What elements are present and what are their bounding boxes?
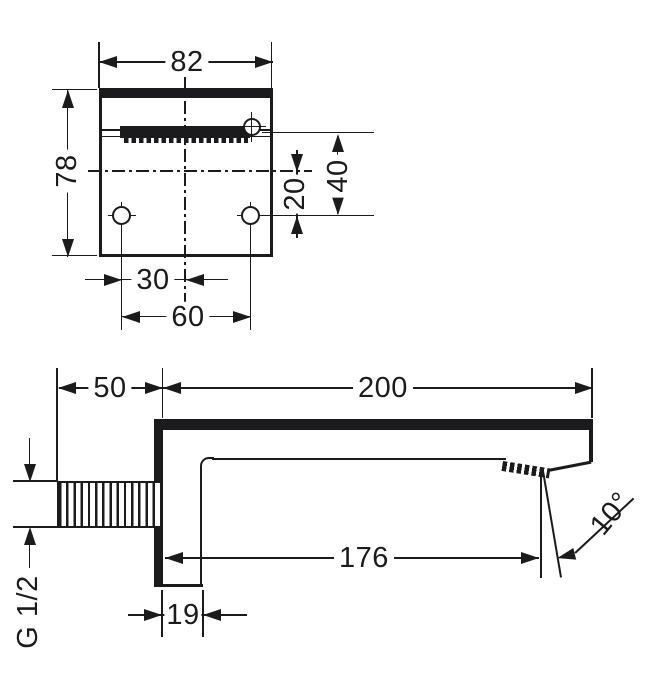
right-hole-extension-line [249,202,252,330]
dim-200-arrow-left [163,382,181,394]
dim-176-arrow-left [165,552,183,564]
thread-ext-bottom [13,526,57,528]
dim-78-arrow-bottom [61,239,74,257]
outlet-extension-line [540,472,542,578]
dim-20-arrow-bottom [291,215,303,234]
dim-label-hole-spacing: 60 [166,301,210,332]
dim-50-ext-left [56,368,58,481]
faceplate-outline [99,88,273,257]
dim-label-thread: G 1/2 [12,570,44,654]
mounting-hole-left [112,206,131,225]
dim-50-200-line [59,387,592,389]
dim-40-arrow-top [331,133,344,152]
dim-82-arrow-left [99,56,117,68]
dim-19-arrow-right [203,609,221,622]
dim-label-height: 78 [51,149,83,193]
angle-arrow [555,548,577,564]
dim-30-arrow-right [185,273,204,286]
slot-hole-horizontal-tick [238,125,266,128]
mounting-hole-right [241,206,260,225]
dim-200-arrow-right [575,382,593,394]
dim-30-arrow-left [103,273,122,286]
dim-78-ext-top [52,88,97,91]
dim-60-arrow-left [122,310,140,323]
dim-50-arrow-right [145,382,163,394]
dim-label-slot-to-holes: 40 [322,154,354,198]
dim-label-width: 82 [165,46,209,77]
spout-inner-corner [200,457,214,474]
thread-arrow-bottom [23,527,36,545]
thread-arrow-top-tail [28,438,31,466]
dim-20-arrow-top [291,153,303,172]
right-hole-extension-right [237,214,374,217]
dim-40-ext-top [262,131,374,134]
dim-label-spout-length: 200 [353,372,413,403]
horizontal-centerline [88,170,312,172]
tip-underside-edge [547,460,592,472]
dim-40-arrow-bottom [331,196,344,215]
dim-label-hole-to-center: 30 [131,264,175,295]
dim-19-arrow-left [144,609,162,622]
spout-bottom-edge [212,458,506,461]
slot-serration [124,138,248,143]
dim-label-outlet-distance: 176 [334,542,394,573]
dim-19-ext-right [202,590,204,637]
dim-78-arrow-top [61,90,74,108]
spout-tip-edge [589,424,593,462]
dim-label-center-to-holes: 20 [279,174,311,214]
thread-arrow-top [23,463,36,482]
spout-top-edge [157,419,593,430]
dim-label-escutcheon-depth: 19 [164,598,202,631]
thread-arrow-bottom-tail [28,545,31,568]
dim-50-arrow-left [58,382,76,394]
dim-82-arrow-right [255,56,273,68]
dim-78-ext-bottom [52,254,97,257]
faceplate-top-edge [99,88,273,98]
dim-60-arrow-right [233,310,251,323]
left-hole-extension-line [120,202,123,330]
escutcheon-inner-edge [200,472,203,586]
threaded-pipe [57,481,163,528]
dim-176-arrow-right [521,552,539,564]
escutcheon-bottom-edge [154,584,203,587]
vertical-centerline [184,77,186,310]
dim-label-wall-depth: 50 [88,372,132,403]
